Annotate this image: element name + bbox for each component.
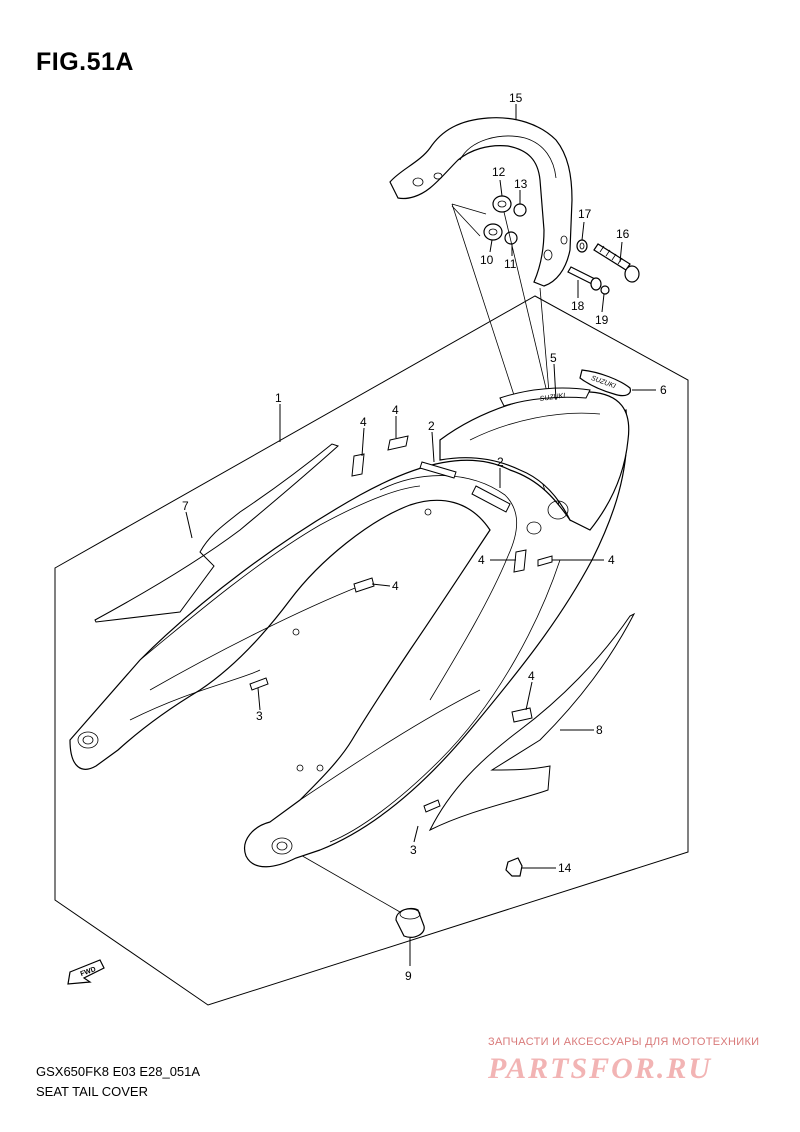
part-9-grommet[interactable] bbox=[395, 907, 425, 938]
callout-16: 16 bbox=[616, 227, 630, 241]
callout-10: 10 bbox=[480, 253, 494, 267]
callout-4c: 4 bbox=[478, 553, 485, 567]
part-17-washer[interactable] bbox=[576, 239, 588, 253]
part-2-trim-strips[interactable] bbox=[419, 461, 511, 513]
callout-9: 9 bbox=[405, 969, 412, 983]
callout-6: 6 bbox=[660, 383, 667, 397]
callout-17: 17 bbox=[578, 207, 592, 221]
decal-5-text: SUZUKI bbox=[539, 392, 565, 403]
part-16-bolt[interactable] bbox=[593, 243, 640, 283]
callout-4b: 4 bbox=[392, 403, 399, 417]
part-7-side-decal-left[interactable] bbox=[94, 443, 339, 623]
callout-15: 15 bbox=[509, 91, 523, 105]
callout-11: 11 bbox=[504, 257, 517, 271]
figure-name: SEAT TAIL COVER bbox=[36, 1084, 148, 1099]
part-13-collar[interactable] bbox=[513, 203, 527, 217]
figure-code: GSX650FK8 E03 E28_051A bbox=[36, 1064, 201, 1079]
callout-12: 12 bbox=[492, 165, 506, 179]
part-11-collar[interactable] bbox=[504, 231, 518, 245]
callout-7: 7 bbox=[182, 499, 189, 513]
callout-4a: 4 bbox=[360, 415, 367, 429]
callout-3a: 3 bbox=[256, 709, 263, 723]
part-19-nut[interactable] bbox=[600, 285, 610, 295]
part-3-pad[interactable] bbox=[249, 677, 441, 813]
callout-4d: 4 bbox=[608, 553, 615, 567]
watermark-logo: PARTSFOR.RU bbox=[488, 1052, 712, 1085]
callout-1: 1 bbox=[275, 391, 282, 405]
watermark-tagline: ЗАПЧАСТИ И АКСЕССУАРЫ ДЛЯ МОТОТЕХНИКИ bbox=[488, 1036, 760, 1048]
callout-13: 13 bbox=[514, 177, 528, 191]
callout-2a: 2 bbox=[428, 419, 435, 433]
part-4-cushions[interactable] bbox=[351, 435, 553, 723]
fwd-arrow-icon: FWD bbox=[67, 959, 105, 985]
part-15-grab-rail[interactable] bbox=[389, 117, 573, 287]
callout-14: 14 bbox=[558, 861, 572, 875]
part-1-seat-tail-cover[interactable] bbox=[69, 391, 630, 868]
part-10-bushing[interactable] bbox=[483, 223, 503, 241]
callout-numbers: 15 12 13 17 16 10 11 18 19 5 6 1 4 4 2 2… bbox=[182, 91, 667, 983]
callout-8: 8 bbox=[596, 723, 603, 737]
part-6-emblem[interactable]: SUZUKI bbox=[579, 369, 631, 397]
callout-2b: 2 bbox=[497, 455, 504, 469]
assembly-boundary bbox=[54, 295, 689, 1006]
callout-5: 5 bbox=[550, 351, 557, 365]
part-18-bolt[interactable] bbox=[567, 266, 602, 291]
callout-4e: 4 bbox=[392, 579, 399, 593]
part-14-clip[interactable] bbox=[505, 857, 523, 877]
part-8-side-decal-right[interactable] bbox=[428, 612, 636, 832]
callout-3b: 3 bbox=[410, 843, 417, 857]
callout-19: 19 bbox=[595, 313, 609, 327]
figure-title: FIG.51A bbox=[36, 48, 134, 76]
callout-18: 18 bbox=[571, 299, 585, 313]
part-5-decal[interactable]: SUZUKI bbox=[499, 387, 591, 407]
part-12-bushing[interactable] bbox=[492, 195, 512, 213]
leader-lines bbox=[185, 104, 656, 966]
callout-4f: 4 bbox=[528, 669, 535, 683]
